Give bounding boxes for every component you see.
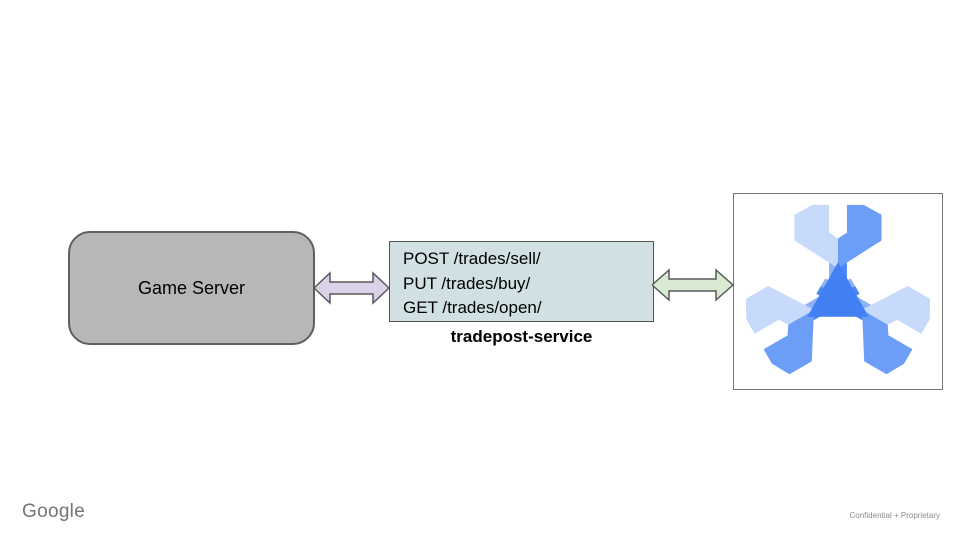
game-server-label: Game Server (137, 277, 246, 298)
wrench-jaw-left (763, 309, 814, 375)
confidentiality-note: Confidential + Proprietary (849, 511, 941, 520)
wrench-jaw-right (838, 204, 882, 269)
api-line-put: PUT /trades/buy/ (403, 273, 531, 293)
api-line-post: POST /trades/sell/ (403, 249, 541, 268)
double-arrow-shape (312, 271, 391, 305)
service-api-box: POST /trades/sell/ PUT /trades/buy/ GET … (389, 241, 654, 322)
google-logo: Google (22, 501, 86, 522)
double-arrow-shape (650, 268, 735, 302)
wrench-jaw-right (745, 285, 814, 334)
right-connector (650, 268, 735, 302)
three-wrenches-icon (745, 204, 931, 375)
wrench-jaw-left (794, 204, 838, 269)
wrench-jaw-left (862, 285, 931, 334)
left-connector (312, 271, 391, 305)
game-server-node: Game Server (68, 231, 315, 345)
service-name-label: tradepost-service (450, 327, 593, 346)
logo-panel (733, 193, 943, 390)
double-arrow-icon (650, 268, 735, 302)
wrench-jaw-right (862, 309, 913, 375)
double-arrow-icon (312, 271, 391, 305)
api-line-get: GET /trades/open/ (403, 298, 542, 317)
wrench-hub (807, 262, 869, 317)
